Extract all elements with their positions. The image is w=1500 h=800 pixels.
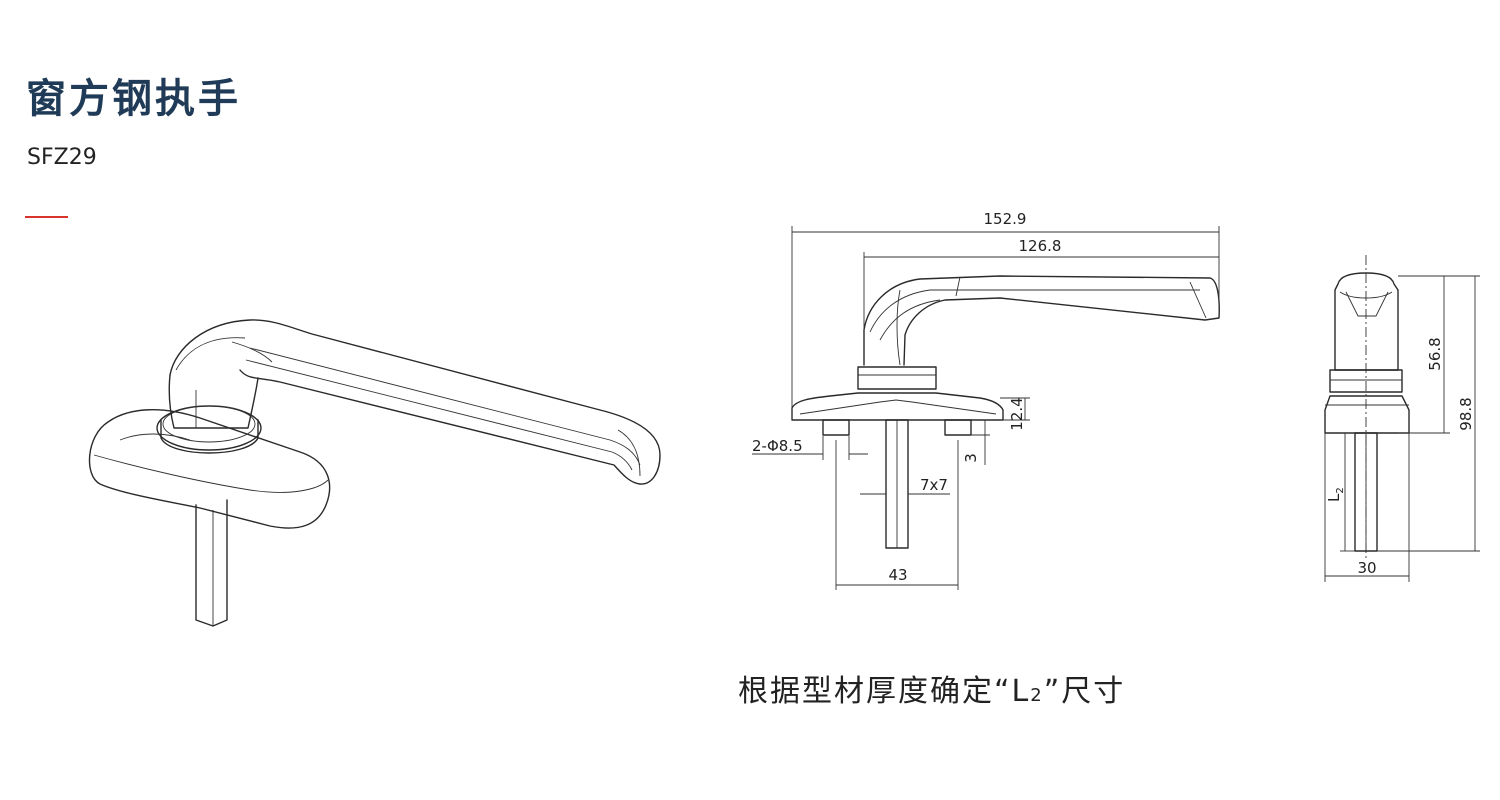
dim-boss-height: 3 xyxy=(962,453,980,463)
spindle-length-note: 根据型材厚度确定“L2”尺寸 xyxy=(738,674,1126,709)
dim-overall-length: 152.9 xyxy=(984,210,1027,228)
page-title: 窗方钢执手 xyxy=(26,76,241,122)
dim-spindle-length: L2 xyxy=(1325,487,1346,502)
front-view: 152.9 126.8 12.4 2-Φ8.5 3 7x7 43 xyxy=(752,210,1220,590)
side-view: 56.8 98.8 L2 30 xyxy=(1324,255,1480,582)
dim-mount-holes: 2-Φ8.5 xyxy=(752,437,803,455)
dim-hole-spacing: 43 xyxy=(888,566,907,584)
dim-spindle: 7x7 xyxy=(920,476,948,494)
model-number: SFZ29 xyxy=(27,145,97,170)
handle-perspective-illustration xyxy=(88,319,661,627)
dim-total-height: 98.8 xyxy=(1457,397,1475,430)
dim-handle-height: 56.8 xyxy=(1426,337,1444,370)
dim-side-width: 30 xyxy=(1357,559,1376,577)
dim-lever-length: 126.8 xyxy=(1019,237,1062,255)
dim-base-height: 12.4 xyxy=(1008,397,1026,430)
accent-divider xyxy=(25,216,68,218)
